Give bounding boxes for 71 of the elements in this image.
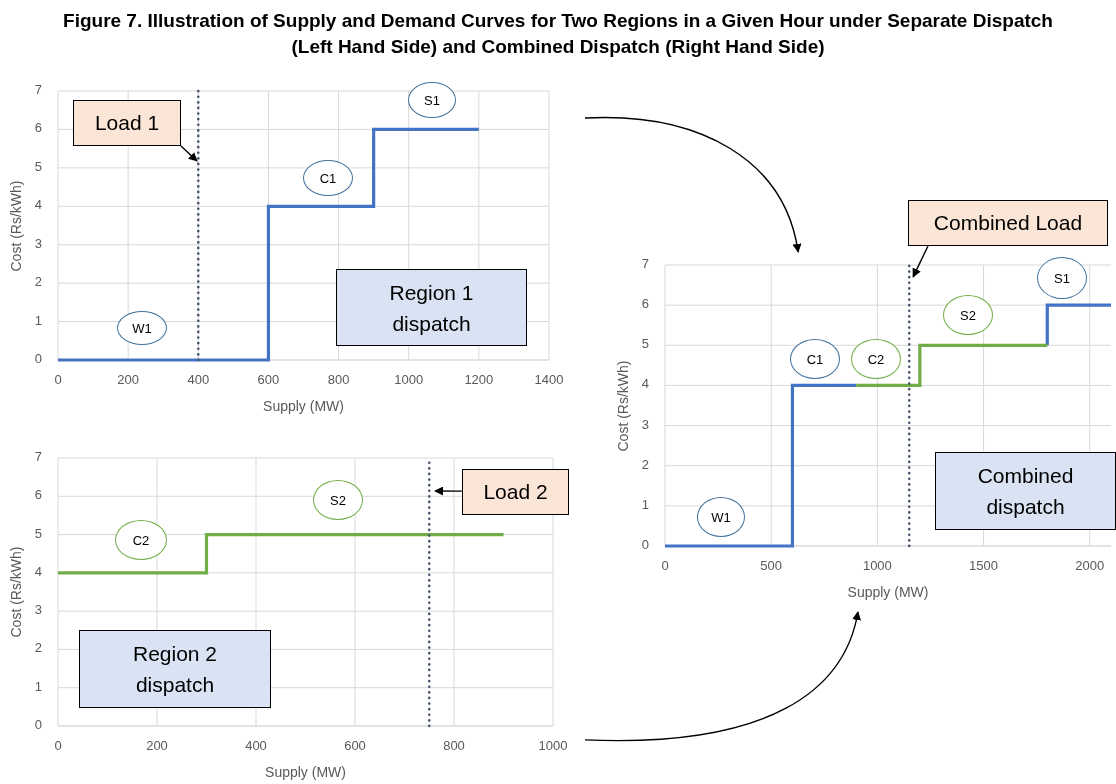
load-callout-box: Load 1 (73, 100, 181, 146)
axis-tick-label: 0 (641, 537, 649, 552)
axis-tick-label: 5 (34, 525, 42, 541)
axis-tick-label: 2000 (1075, 558, 1105, 573)
axis-tick-label: 0 (34, 717, 42, 732)
curved-arrow (584, 116, 801, 253)
curved-arrow (912, 245, 929, 278)
axis-title: Supply (MW) (265, 764, 346, 780)
supplier-oval: C2 (851, 339, 901, 379)
axis-tick-label: 3 (34, 602, 42, 618)
axis-tick-label: 400 (187, 372, 210, 387)
axis-tick-label: 1 (34, 312, 42, 328)
load-callout-box: Combined Load (908, 200, 1108, 246)
supplier-oval: C1 (790, 339, 840, 379)
supplier-oval: S2 (313, 480, 363, 520)
axis-tick-label: 4 (641, 376, 649, 392)
supplier-oval: W1 (117, 311, 167, 345)
axis-tick-label: 6 (641, 296, 649, 312)
axis-tick-label: 2 (34, 640, 42, 656)
axis-tick-label: 400 (245, 738, 267, 753)
axis-tick-label: 200 (146, 738, 168, 753)
axis-tick-label: 5 (34, 158, 42, 174)
axis-tick-label: 600 (257, 372, 280, 387)
axis-tick-label: 0 (54, 372, 62, 387)
axis-tick-label: 800 (443, 738, 465, 753)
axis-tick-label: 2 (641, 456, 649, 472)
dispatch-label-box: Region 2 dispatch (79, 630, 271, 708)
axis-tick-label: 1 (34, 678, 42, 694)
axis-tick-label: 1200 (464, 372, 494, 387)
supplier-oval: C2 (115, 520, 167, 560)
axis-tick-label: 1 (641, 496, 649, 512)
load-callout-box: Load 2 (462, 469, 569, 515)
supplier-oval: S1 (1037, 257, 1087, 299)
axis-tick-label: 7 (34, 449, 42, 464)
curved-arrow (584, 611, 861, 742)
axis-tick-label: 6 (34, 120, 42, 136)
supplier-oval: C1 (303, 160, 353, 196)
axis-tick-label: 600 (344, 738, 366, 753)
figure-title: Figure 7. Illustration of Supply and Demand Curves for Two Regions in a Given Hour under Separate Dispatch (Left Hand Side) and Combined Dispatch (Right Hand Side) (62, 9, 1054, 59)
axis-title: Supply (MW) (847, 584, 929, 600)
axis-tick-label: 6 (34, 487, 42, 503)
axis-tick-label: 5 (641, 336, 649, 352)
axis-tick-label: 1500 (969, 558, 998, 573)
axis-tick-label: 0 (34, 351, 42, 366)
supplier-oval: W1 (697, 497, 745, 537)
axis-tick-label: 3 (34, 235, 42, 251)
axis-tick-label: 0 (54, 738, 62, 753)
axis-tick-label: 1000 (862, 558, 892, 573)
axis-tick-label: 7 (641, 256, 649, 271)
axis-tick-label: 1000 (538, 738, 568, 753)
supplier-oval: S1 (408, 82, 456, 118)
axis-tick-label: 200 (117, 372, 139, 387)
axis-title: Cost (Rs/kWh) (615, 360, 631, 451)
axis-tick-label: 3 (641, 416, 649, 432)
supplier-oval: S2 (943, 295, 993, 335)
axis-tick-label: 500 (760, 558, 783, 573)
axis-title: Supply (MW) (263, 398, 344, 414)
dispatch-label-box: Combined dispatch (935, 452, 1116, 530)
axis-title: Cost (Rs/kWh) (8, 180, 24, 271)
axis-tick-label: 7 (34, 82, 42, 97)
axis-tick-label: 4 (34, 197, 42, 213)
leader-arrow (180, 145, 198, 162)
leader-arrow (434, 486, 463, 496)
axis-tick-label: 800 (327, 372, 350, 387)
dispatch-label-box: Region 1 dispatch (336, 269, 527, 346)
axis-tick-label: 1000 (394, 372, 424, 387)
axis-title: Cost (Rs/kWh) (8, 546, 24, 638)
axis-tick-label: 0 (661, 558, 669, 573)
axis-tick-label: 2 (34, 274, 42, 290)
axis-tick-label: 1400 (534, 372, 564, 387)
axis-tick-label: 4 (34, 563, 42, 579)
